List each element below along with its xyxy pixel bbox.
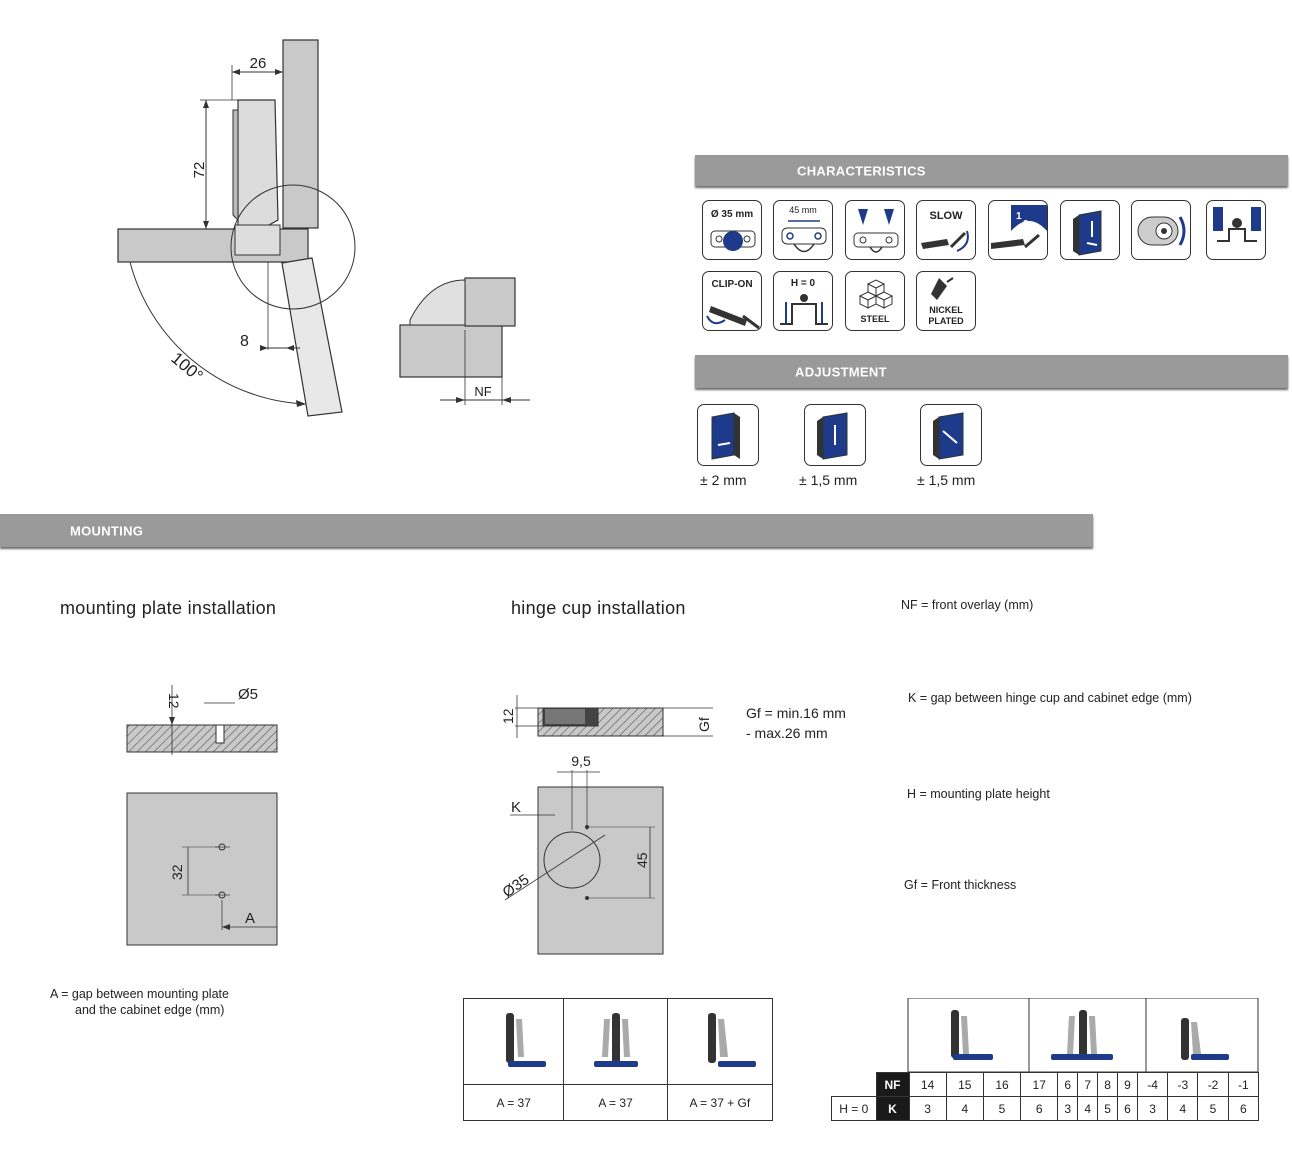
characteristics-title: CHARACTERISTICS [797, 163, 926, 178]
hinge-side-drawing: 26 72 8 100° NF [117, 39, 530, 417]
adjustment-title: ADJUSTMENT [795, 364, 887, 379]
k-cell: 5 [1197, 1096, 1229, 1121]
plate-gap-label: A [245, 910, 255, 927]
dim-width-label: 26 [250, 55, 267, 72]
k-cell: 3 [1057, 1096, 1079, 1121]
overlay-full-icon [462, 998, 565, 1085]
nf-cell: -4 [1136, 1072, 1169, 1097]
plate-drawing: 12 Ø5 32 A [126, 685, 278, 946]
k-cell: 6 [1227, 1096, 1260, 1121]
plate-spacing-label: 32 [169, 864, 185, 880]
characteristics-header: CHARACTERISTICS [695, 155, 1288, 186]
mounting-header: MOUNTING [0, 514, 1093, 547]
a-cell-3: A = 37 + Gf [666, 1084, 774, 1121]
k-cell: 4 [1077, 1096, 1099, 1121]
cup-installation-title: hinge cup installation [511, 598, 686, 618]
side-adjust-value: ± 2 mm [700, 472, 747, 488]
a-cell-2: A = 37 [563, 1084, 668, 1121]
side-adjust-icon [697, 404, 759, 466]
cup-spacing-label: 45 [634, 852, 650, 868]
a-note-line2: and the cabinet edge (mm) [75, 1003, 225, 1017]
depth-adjust-value: ± 1,5 mm [917, 472, 976, 488]
gf-note-line2: - max.26 mm [746, 725, 828, 741]
svg-text:1: 1 [1016, 211, 1022, 222]
nf-dim-label: NF [474, 384, 491, 399]
cup-offset-label: 9,5 [571, 753, 591, 769]
nf-cell: -2 [1197, 1072, 1229, 1097]
h-row-label: H = 0 [831, 1096, 877, 1121]
plate-installation-title: mounting plate installation [60, 598, 277, 618]
nf-cell: 15 [945, 1072, 984, 1097]
steel-icon: STEEL [845, 271, 905, 331]
height-adjust-value: ± 1,5 mm [799, 472, 858, 488]
k-cell: 3 [908, 1096, 947, 1121]
overlay-half-icon [563, 998, 668, 1085]
gf-note-line1: Gf = min.16 mm [746, 705, 846, 721]
cup-gf-label: Gf [696, 717, 712, 732]
hole-distance-45mm-icon: 45 mm [773, 200, 833, 260]
nf-cell: 7 [1077, 1072, 1099, 1097]
k-cell: 4 [1167, 1096, 1199, 1121]
legend-gf: Gf = Front thickness [904, 878, 1017, 892]
depth-adjust-icon [1060, 200, 1120, 260]
nickel-plated-icon: NICKEL PLATED [916, 271, 976, 331]
a-value-table: A = 37 A = 37 A = 37 + Gf [462, 998, 774, 1121]
cam-adjust-icon [1131, 200, 1191, 260]
slow-close-icon: SLOW [916, 200, 976, 260]
nf-row-label: NF [875, 1072, 910, 1097]
dim-height-label: 72 [191, 162, 208, 179]
clip-on-icon: CLIP-ON [702, 271, 762, 331]
plate-height-icon: H = 0 [773, 271, 833, 331]
mounting-title: MOUNTING [70, 523, 144, 538]
k-row-label: K [875, 1096, 910, 1121]
plate-hole-label: Ø5 [238, 686, 258, 703]
adjustment-header: ADJUSTMENT [695, 355, 1288, 388]
k-cell: 5 [1097, 1096, 1119, 1121]
k-cell: 4 [945, 1096, 984, 1121]
k-cell: 3 [1136, 1096, 1169, 1121]
nf-k-table: NF 14 15 16 17 6 7 8 9 -4 -3 -2 -1 H = 0… [831, 998, 1260, 1122]
nf-cell: 16 [982, 1072, 1022, 1097]
cup-dia-label: Ø35 [500, 871, 533, 901]
nf-cell: -1 [1227, 1072, 1260, 1097]
screw-on-plate-icon [1206, 200, 1266, 260]
nf-cell: 17 [1020, 1072, 1059, 1097]
screw-fixing-icon [845, 200, 905, 260]
cup-35mm-icon: Ø 35 mm [702, 200, 762, 260]
overlay-inset-icon [666, 998, 774, 1085]
nf-cell: 6 [1057, 1072, 1079, 1097]
k-cell: 6 [1020, 1096, 1059, 1121]
nf-cell: 14 [908, 1072, 947, 1097]
nf-cell: 8 [1097, 1072, 1119, 1097]
legend-h: H = mounting plate height [907, 787, 1050, 801]
height-adjust-icon [804, 404, 866, 466]
depth-adjust-small-icon [920, 404, 982, 466]
k-cell: 6 [1117, 1096, 1138, 1121]
legend-k: K = gap between hinge cup and cabinet ed… [908, 691, 1192, 705]
cup-depth-label: 12 [500, 708, 516, 724]
dim-gap-label: 8 [240, 333, 249, 350]
cup-k-label: K [511, 799, 521, 816]
plate-depth-label: 12 [166, 693, 182, 709]
svg-text:2: 2 [1023, 219, 1029, 230]
angle-label: 100° [167, 349, 206, 386]
nf-cell: -3 [1167, 1072, 1199, 1097]
cup-drawing: 12 Gf Ø35 9,5 K 45 [500, 695, 713, 955]
legend-nf: NF = front overlay (mm) [901, 598, 1034, 612]
a-cell-1: A = 37 [462, 1084, 565, 1121]
a-note-line1: A = gap between mounting plate [50, 987, 229, 1001]
k-cell: 5 [982, 1096, 1022, 1121]
nf-cell: 9 [1117, 1072, 1138, 1097]
